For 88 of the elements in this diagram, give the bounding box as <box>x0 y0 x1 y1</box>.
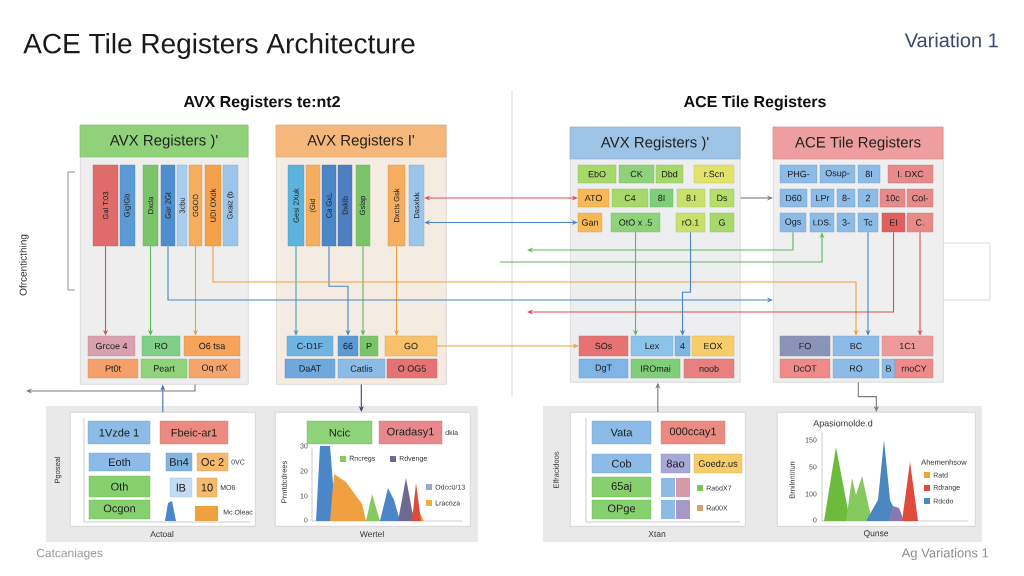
label-box: Bn4 <box>165 452 193 472</box>
section-heading: ACE Tile Registers <box>683 95 826 111</box>
label-box: 10 <box>196 477 218 498</box>
label-box: 8ao <box>660 453 691 474</box>
register-cell: DcOT <box>779 358 831 379</box>
register-cell: LDS. <box>809 212 835 233</box>
register-cell: 3- <box>836 212 856 233</box>
register-cell: 8I <box>857 164 881 184</box>
footer-text: Catcaniages <box>36 548 103 560</box>
footer-text: Ag Variations 1 <box>901 547 989 561</box>
register-cell: 4 <box>674 335 691 357</box>
label-box: Eoth <box>88 452 151 472</box>
axis-label: Qunse <box>863 530 889 538</box>
axis-label: Xtan <box>648 531 666 537</box>
label-box: Oc 2 <box>196 452 229 472</box>
register-cell: G <box>709 212 735 233</box>
register-cell: Osup- <box>819 164 856 184</box>
register-cell: LPr <box>810 188 835 208</box>
register-cell: Lex <box>630 335 674 357</box>
register-cell: 8- <box>836 188 856 208</box>
register-cell: 1C1 <box>881 335 934 357</box>
register-cell: 10c <box>879 188 906 208</box>
register-cell: rnoCY <box>894 358 934 379</box>
register-cell: rO.1 <box>675 212 706 233</box>
register-cell: I. DXC <box>887 164 934 184</box>
title: ACE Tile Registers Architecture <box>23 32 415 60</box>
register-cell: O OG5 <box>386 358 438 379</box>
label-box: Oradasy1 <box>378 420 443 445</box>
register-cell: EI <box>881 212 906 233</box>
register-cell: 2 <box>857 188 879 208</box>
register-cell: C4 <box>611 188 649 208</box>
register-cell: Col- <box>906 188 934 208</box>
register-cell: EOX <box>691 335 735 357</box>
register-cell: Dbd <box>655 164 684 184</box>
register-cell: O6 tsa <box>183 335 241 357</box>
register-cell: Oq rtX <box>188 358 241 379</box>
label-box: 000ccay1 <box>660 420 726 445</box>
label-box: Goedz.us <box>693 453 743 474</box>
register-cell: IROmai <box>630 358 681 379</box>
register-cell: ATO <box>577 188 610 208</box>
arrow <box>527 231 895 315</box>
register-cell: EbO <box>577 164 617 184</box>
side-label: Ofrcenticthing <box>19 234 29 296</box>
register-cell: Grcoe 4 <box>87 335 136 357</box>
label-box: OPge <box>591 499 652 520</box>
register-cell: Gan <box>577 212 603 233</box>
register-cell: 8I <box>649 188 674 208</box>
register-cell: RO <box>141 335 181 357</box>
label-box: 65aj <box>591 476 652 498</box>
arrow <box>857 382 879 412</box>
register-cell: Tc <box>857 212 879 233</box>
register-cell: D60 <box>779 188 808 208</box>
register-cell: Pt0t <box>87 358 139 379</box>
register-cell: C-D1F <box>286 335 334 357</box>
register-cell: Peart <box>140 358 188 379</box>
register-cell: 8.I <box>676 188 706 208</box>
label-box: Vata <box>591 420 652 445</box>
label-box: lB <box>169 477 193 498</box>
arrow <box>26 384 196 394</box>
register-cell: Ds <box>709 188 735 208</box>
label-box: Cob <box>591 453 652 474</box>
register-cell: GO <box>384 335 438 357</box>
label-box: Oth <box>88 475 151 498</box>
axis-label: Actoal <box>150 530 174 538</box>
label-box: Fbeic-ar1 <box>159 420 229 445</box>
section-heading: AVX Registers te:nt2 <box>183 95 340 111</box>
register-cell: CK <box>618 164 655 184</box>
register-cell: FO <box>779 335 831 357</box>
register-cell: r.Scn <box>693 164 735 184</box>
register-cell: noob <box>683 358 735 379</box>
register-cell: PHG- <box>779 164 818 184</box>
label-box: Ocgon <box>88 499 151 520</box>
label-box: Ncic <box>306 420 373 445</box>
register-cell: DgT <box>578 358 629 379</box>
arrow <box>527 231 794 253</box>
register-cell: DaAT <box>284 358 336 379</box>
register-cell: SOs <box>578 335 629 357</box>
register-cell: P <box>359 335 379 357</box>
register-cell: Ogs <box>779 212 807 233</box>
chart-title: Apasiomolde.d <box>813 419 873 429</box>
register-cell: C. <box>906 212 934 233</box>
register-cell: OtO x .5 <box>610 212 661 233</box>
axis-label: Wertel <box>359 530 384 538</box>
register-cell: 66 <box>337 335 359 357</box>
register-cell: Catlis <box>337 358 386 379</box>
version-label: Variation 1 <box>904 32 998 48</box>
register-cell: BC <box>832 335 880 357</box>
label-box: 1Vzde 1 <box>87 420 151 445</box>
